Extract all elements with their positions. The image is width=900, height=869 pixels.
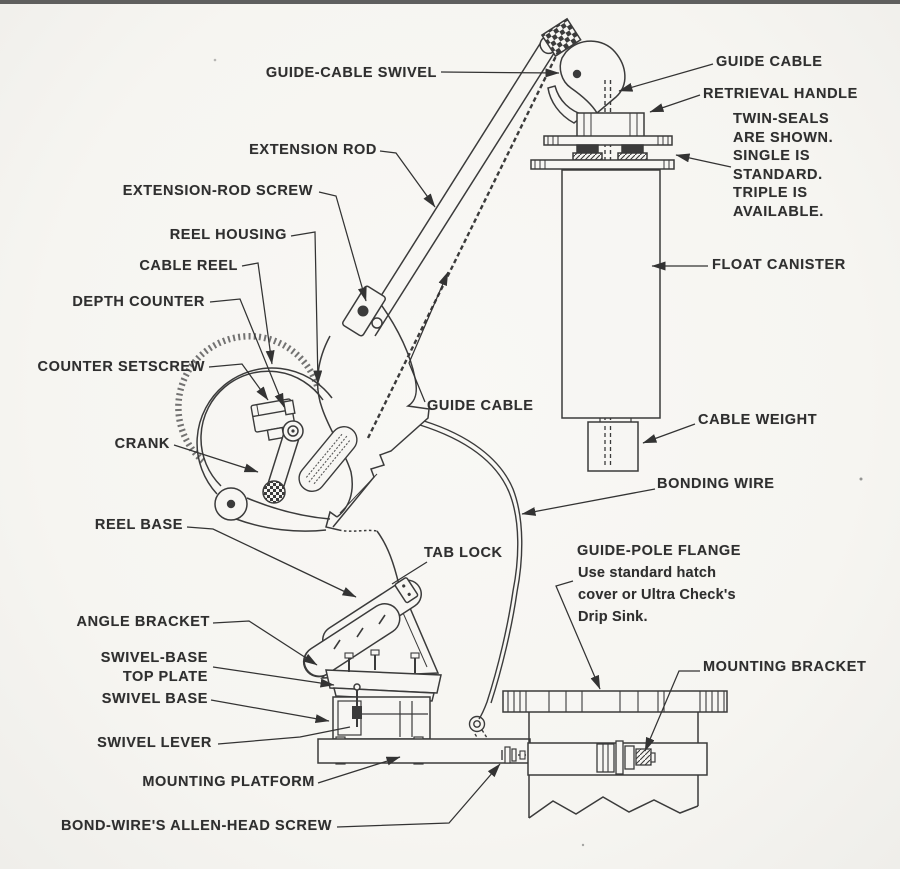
flange-note-line3: Drip Sink. — [578, 609, 648, 625]
flange-note-line1: Use standard hatch — [578, 565, 717, 581]
housing-nameplate — [298, 426, 358, 492]
leader-swivel-base — [210, 699, 330, 724]
swivel-assembly-shape — [302, 577, 531, 765]
leader-depth-counter — [209, 298, 285, 408]
leader-bonding-wire — [521, 488, 656, 516]
label-mounting-platform: MOUNTING PLATFORM — [142, 774, 315, 790]
seal-note-line4: STANDARD. — [733, 166, 823, 183]
leader-seal-note — [675, 153, 732, 168]
scan-speck — [859, 477, 863, 481]
label-guide-cable-mid: GUIDE CABLE — [427, 398, 534, 414]
flange-note-line2: cover or Ultra Check's — [578, 587, 736, 603]
label-tab-lock: TAB LOCK — [424, 545, 503, 561]
label-extension-rod-screw: EXTENSION-ROD SCREW — [122, 183, 313, 199]
leader-cable-weight — [642, 423, 696, 444]
leader-lines — [173, 63, 732, 828]
leader-angle-bracket — [212, 620, 318, 666]
label-bonding-wire: BONDING WIRE — [657, 476, 775, 492]
flange-assembly-shape — [501, 690, 728, 819]
bond-wire-screw-shape — [501, 746, 526, 764]
leader-guide-cable-top — [618, 63, 714, 92]
label-mounting-bracket: MOUNTING BRACKET — [703, 659, 867, 675]
label-counter-setscrew: COUNTER SETSCREW — [37, 359, 205, 375]
scan-speck — [581, 843, 585, 847]
leader-guide-cable-swivel — [440, 68, 560, 78]
label-cable-reel: CABLE REEL — [139, 258, 238, 274]
guide-cable-swivel-shape — [540, 17, 626, 124]
scan-speck — [213, 58, 217, 62]
leader-crank — [173, 444, 259, 473]
label-swivel-base-top-plate-line2: TOP PLATE — [122, 668, 208, 685]
label-reel-housing: REEL HOUSING — [169, 227, 287, 243]
label-extension-rod: EXTENSION ROD — [249, 142, 377, 158]
leader-guide-cable-mid — [408, 271, 449, 403]
leader-mounting-bracket — [644, 670, 700, 752]
label-swivel-base-top-plate: SWIVEL-BASE TOP PLATE — [101, 649, 208, 686]
label-swivel-base: SWIVEL BASE — [101, 691, 208, 707]
float-canister-shape — [530, 112, 675, 472]
seal-note-line5: TRIPLE IS — [733, 185, 808, 201]
leader-extension-rod — [379, 150, 436, 208]
leader-bond-wire-screw — [336, 763, 501, 828]
scan-edge-bar — [0, 0, 900, 4]
crank-shape — [262, 420, 304, 504]
leader-reel-base — [186, 526, 357, 598]
label-reel-base: REEL BASE — [94, 517, 183, 533]
label-float-canister: FLOAT CANISTER — [712, 257, 846, 273]
label-guide-pole-flange: GUIDE-POLE FLANGE — [577, 543, 742, 559]
leader-guide-pole-flange — [555, 580, 601, 690]
leader-tab-lock — [391, 561, 428, 585]
leader-swivel-base-top-plate — [212, 666, 335, 688]
label-guide-cable-top: GUIDE CABLE — [716, 54, 823, 70]
leader-counter-setscrew — [208, 363, 269, 401]
leader-retrieval-handle — [649, 94, 701, 113]
seal-note-line1: TWIN-SEALS — [733, 111, 830, 127]
seal-note-line6: AVAILABLE. — [733, 203, 824, 220]
label-swivel-base-top-plate-line1: SWIVEL-BASE — [100, 650, 208, 666]
label-bond-wire-allen-head-screw: BOND-WIRE'S ALLEN-HEAD SCREW — [60, 818, 332, 834]
label-guide-cable-swivel: GUIDE-CABLE SWIVEL — [265, 65, 437, 81]
leader-swivel-lever — [217, 726, 351, 745]
label-retrieval-handle: RETRIEVAL HANDLE — [703, 86, 858, 102]
leader-cable-reel — [241, 262, 275, 365]
label-crank: CRANK — [114, 436, 170, 452]
label-angle-bracket: ANGLE BRACKET — [76, 614, 210, 630]
extension-rod-shape — [342, 34, 560, 337]
label-cable-weight: CABLE WEIGHT — [698, 412, 818, 428]
seal-note-line2: ARE SHOWN. — [733, 129, 834, 146]
leader-extension-rod-screw — [318, 191, 367, 302]
cable-reel-shape — [175, 333, 333, 495]
reel-pivot-shape — [214, 487, 331, 532]
seal-note-line3: SINGLE IS — [733, 148, 811, 164]
leader-mounting-platform — [317, 756, 401, 784]
label-swivel-lever: SWIVEL LEVER — [97, 735, 212, 751]
leader-reel-housing — [290, 231, 323, 385]
label-depth-counter: DEPTH COUNTER — [72, 294, 205, 310]
label-guide-pole-flange-note: Use standard hatch cover or Ultra Check'… — [578, 562, 736, 628]
label-seal-note: TWIN-SEALS ARE SHOWN. SINGLE IS STANDARD… — [733, 110, 833, 221]
